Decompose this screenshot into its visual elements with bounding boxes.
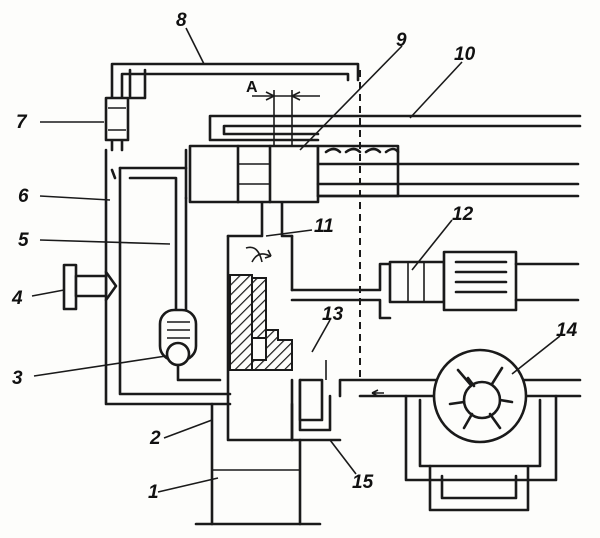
body-1 <box>194 402 322 526</box>
leader-lines <box>31 27 561 493</box>
label-6: 6 <box>18 186 29 207</box>
check-valve-3 <box>158 308 222 382</box>
distributor-9 <box>188 114 582 204</box>
label-4: 4 <box>11 288 23 309</box>
valve-12 <box>290 250 580 320</box>
label-13: 13 <box>322 304 344 325</box>
pump-14 <box>338 348 582 512</box>
label-7: 7 <box>16 112 28 133</box>
line-8 <box>110 62 360 152</box>
dimension-a <box>252 90 320 146</box>
label-2: 2 <box>149 428 161 449</box>
label-14: 14 <box>556 320 578 341</box>
label-11: 11 <box>314 216 334 237</box>
label-12: 12 <box>452 204 474 225</box>
label-15: 15 <box>352 472 374 493</box>
valve-7 <box>104 96 130 142</box>
spring-9 <box>324 147 400 154</box>
label-8: 8 <box>176 10 187 31</box>
label-3: 3 <box>12 368 23 389</box>
rod-10 <box>316 162 580 198</box>
plug-4 <box>62 263 118 311</box>
label-1: 1 <box>148 482 159 503</box>
label-10: 10 <box>454 44 476 65</box>
label-5: 5 <box>18 230 29 251</box>
left-pipes <box>104 148 232 406</box>
valve-15 <box>290 360 342 442</box>
chamber-11 <box>226 198 294 406</box>
label-a: A <box>246 79 258 96</box>
label-9: 9 <box>396 30 407 51</box>
